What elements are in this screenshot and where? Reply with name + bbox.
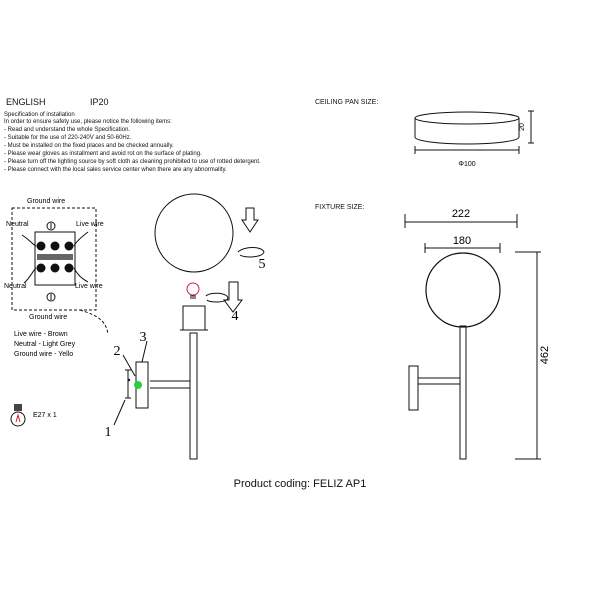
specification-title: Specification of installation: [4, 112, 75, 118]
live-wire-top-label: Live wire: [76, 221, 104, 228]
legend-ground: Ground wire - Yello: [14, 351, 73, 358]
ceiling-pan-diameter: Φ100: [458, 161, 475, 168]
specification-list: In order to ensure safety use, please no…: [4, 118, 304, 174]
language-label: ENGLISH: [6, 97, 46, 107]
fixture-height: 462: [539, 346, 551, 364]
ceiling-pan-drawing: [414, 110, 534, 154]
fixture-size-label: FIXTURE SIZE:: [315, 204, 365, 211]
ceiling-pan-height: 20: [519, 123, 526, 131]
step-5-label: 5: [259, 257, 266, 272]
step-2-label: 2: [114, 344, 121, 359]
spec-line: - Please wear gloves as installment and …: [4, 151, 202, 157]
installation-drawing: [113, 193, 265, 460]
ground-screw-icon: [134, 381, 142, 389]
neutral-bottom-label: Neutral: [4, 283, 27, 290]
legend-live: Live wire - Brown: [14, 331, 68, 338]
step-3-label: 3: [140, 330, 147, 345]
ground-wire-bottom-label: Ground wire: [29, 314, 67, 321]
spec-line: In order to ensure safety use, please no…: [4, 119, 172, 125]
bulb-label: E27 x 1: [33, 412, 57, 419]
fixture-width-outer: 222: [452, 208, 470, 220]
bulb-icon: [10, 404, 26, 427]
spec-line: - Must be installed on the fixed places …: [4, 143, 174, 149]
legend-neutral: Neutral - Light Grey: [14, 341, 76, 348]
step-1-label: 1: [105, 425, 112, 440]
spec-line: - Please connect with the local sales se…: [4, 167, 227, 173]
screw-icon: [127, 378, 131, 382]
spec-line: - Read and understand the whole Specific…: [4, 127, 131, 133]
product-coding: Product coding: FELIZ AP1: [233, 478, 367, 490]
step-4-label: 4: [232, 309, 239, 324]
spec-line: - Please turn off the lighting source by…: [4, 159, 261, 165]
ground-wire-top-label: Ground wire: [27, 198, 65, 205]
fixture-size-drawing: [404, 214, 541, 460]
wiring-diagram: [11, 207, 109, 335]
ceiling-pan-label: CEILING PAN SIZE:: [315, 99, 379, 106]
spec-line: - Suitable for the use of 220-240V and 5…: [4, 135, 132, 141]
ip-rating: IP20: [90, 97, 109, 107]
fixture-width-inner: 180: [453, 235, 471, 247]
live-wire-bottom-label: Live wire: [75, 283, 103, 290]
neutral-top-label: Neutral: [6, 221, 29, 228]
specification-block: Specification of installation In order t…: [4, 112, 304, 174]
